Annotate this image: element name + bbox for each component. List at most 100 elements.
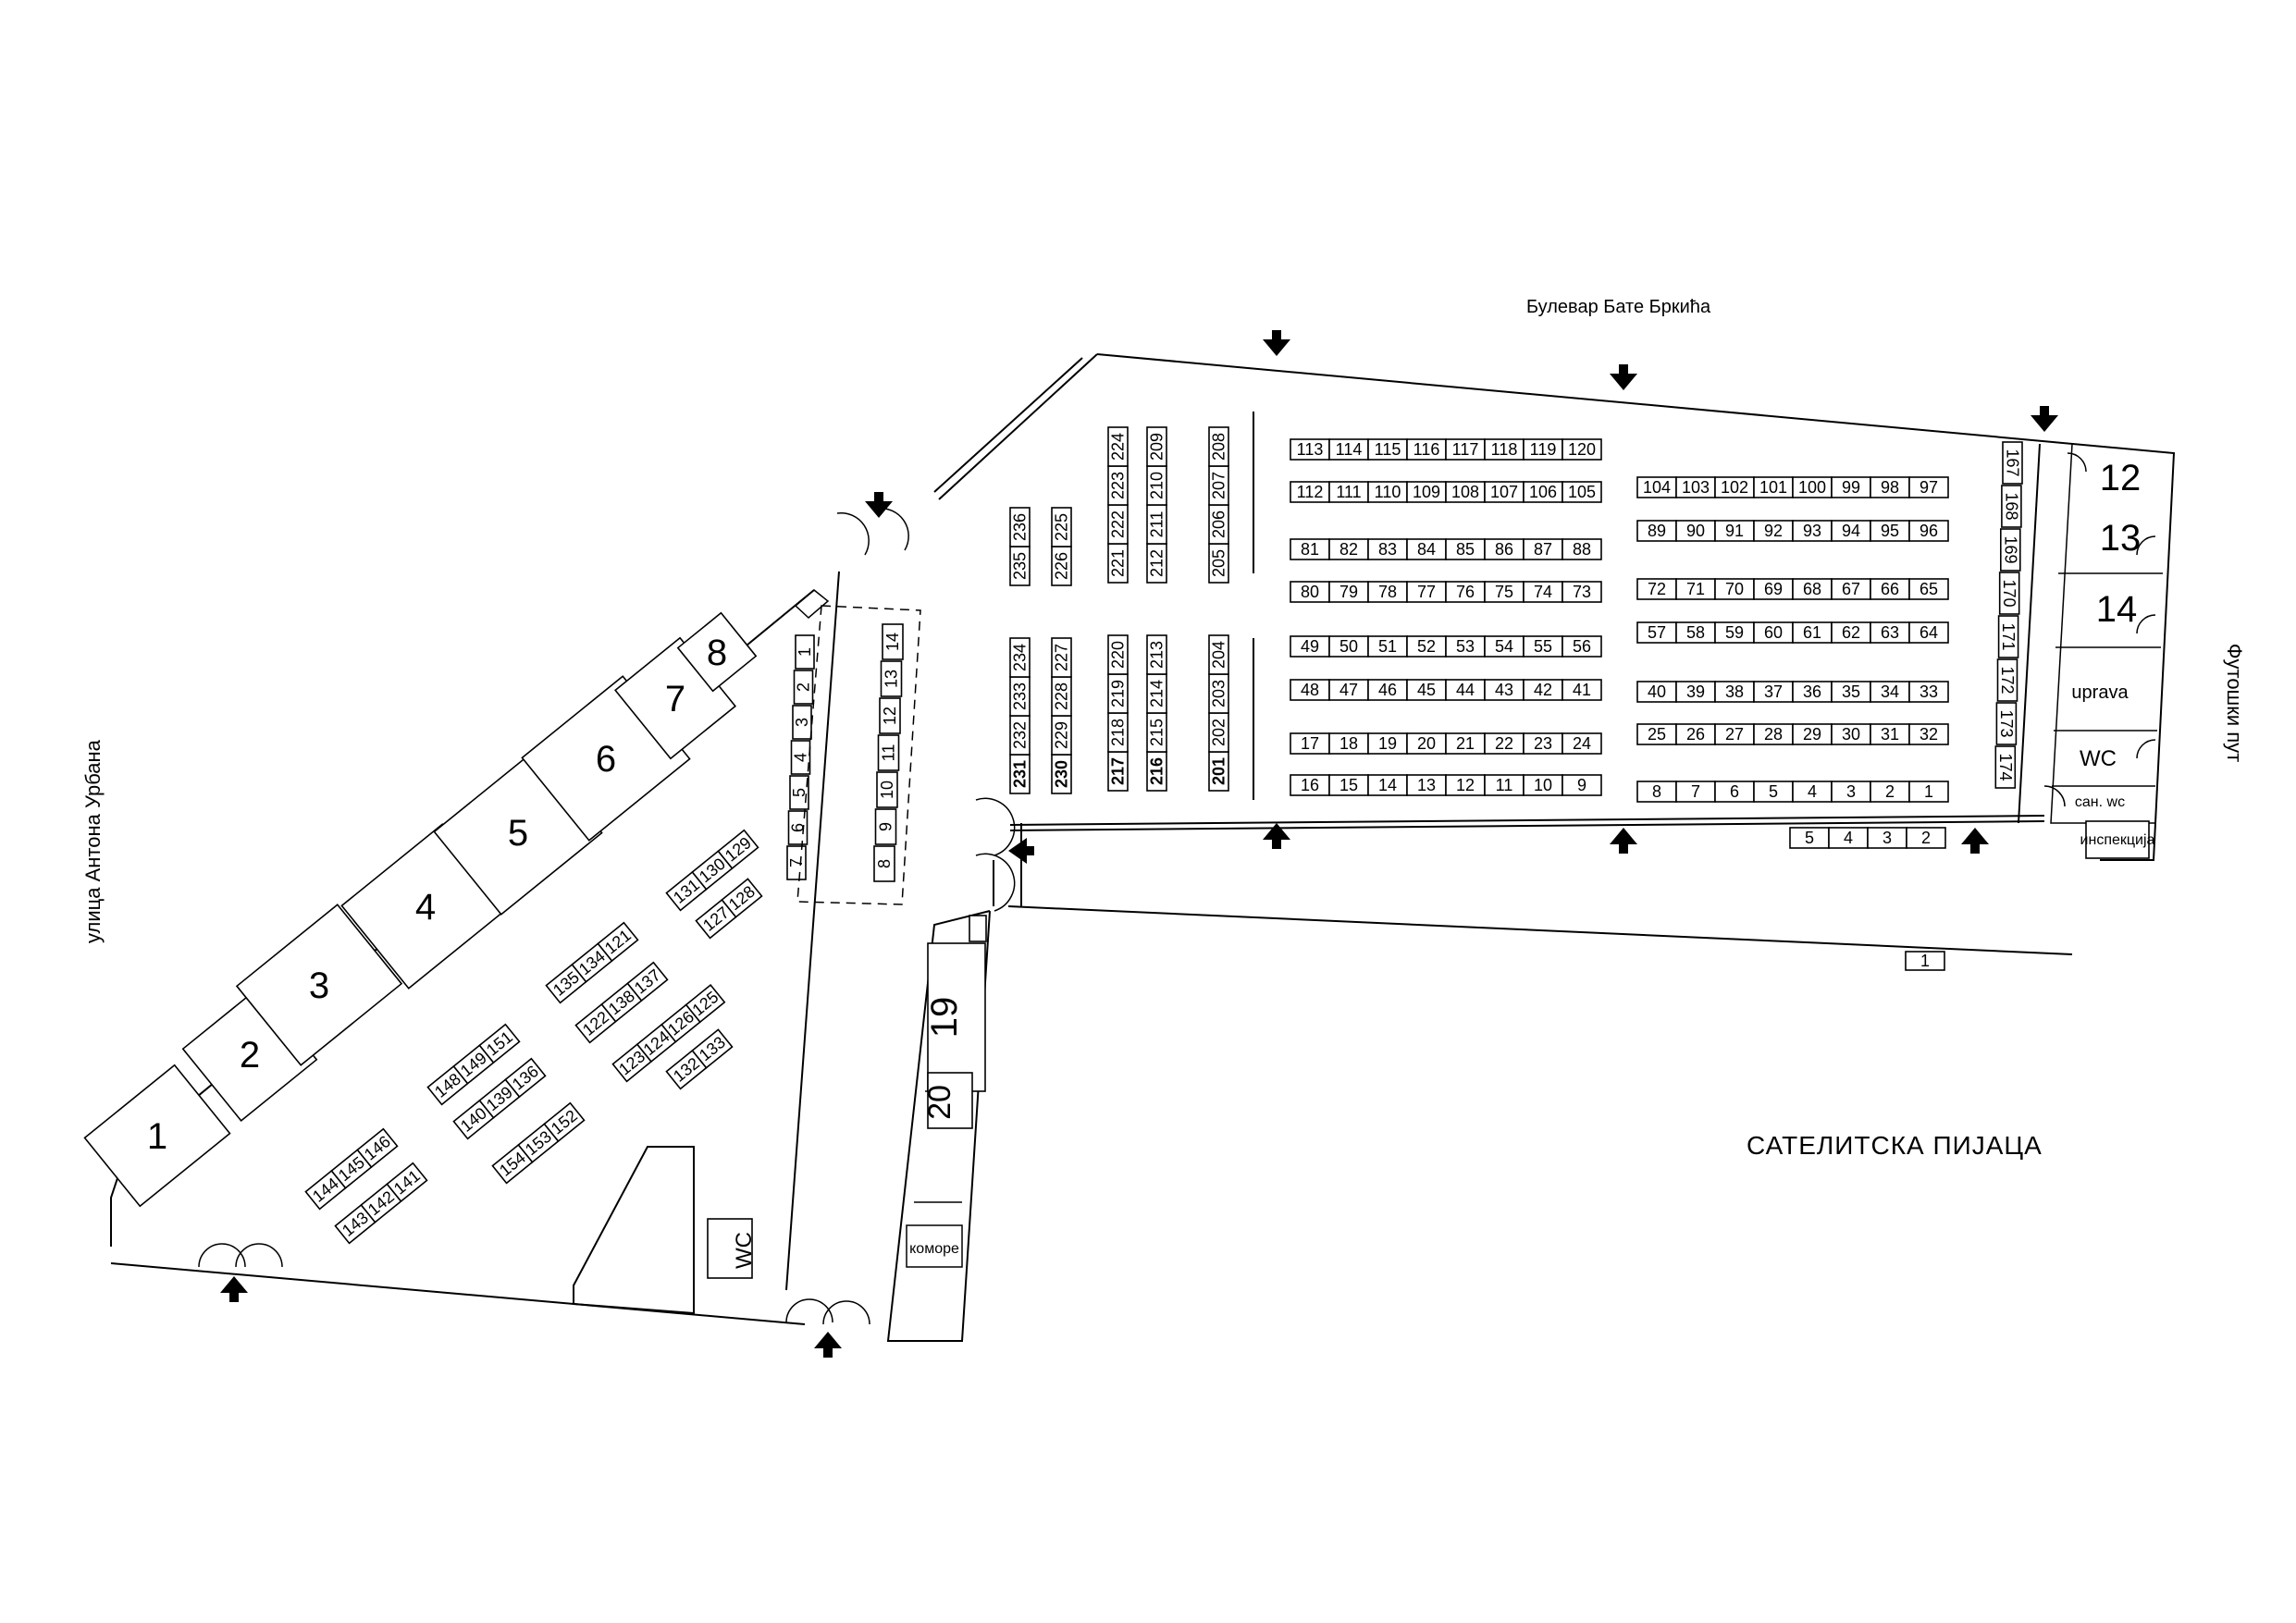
stall-41: 41 — [1562, 679, 1602, 701]
stall-39: 39 — [1675, 681, 1716, 703]
shop-6-label: 6 — [596, 739, 616, 780]
stall-54: 54 — [1484, 635, 1524, 658]
stall-65-label: 65 — [1920, 580, 1938, 598]
stall-62-label: 62 — [1842, 623, 1860, 642]
stall-4-label: 4 — [1844, 829, 1853, 847]
stall-58-label: 58 — [1686, 623, 1705, 642]
stall-12-label: 12 — [1456, 776, 1475, 794]
stall-48-label: 48 — [1301, 681, 1319, 699]
stall-61-label: 61 — [1803, 623, 1821, 642]
stall-68-label: 68 — [1803, 580, 1821, 598]
stall-98-label: 98 — [1881, 478, 1899, 497]
stall-28: 28 — [1753, 723, 1794, 745]
stall-66-label: 66 — [1881, 580, 1899, 598]
stall-2-label: 2 — [1921, 829, 1931, 847]
stall-222: 222 — [1107, 504, 1129, 545]
stall-43: 43 — [1484, 679, 1524, 701]
stall-33: 33 — [1908, 681, 1949, 703]
stall-2: 2 — [1906, 827, 1946, 849]
stall-115: 115 — [1367, 438, 1408, 461]
stall-80-label: 80 — [1301, 583, 1319, 601]
stall-169-label: 169 — [2001, 535, 2019, 563]
stall-232-label: 232 — [1011, 721, 1030, 749]
kiosk-6-label: 6 — [789, 823, 808, 832]
stall-15-label: 15 — [1339, 776, 1358, 794]
stall-219-label: 219 — [1109, 680, 1128, 707]
stall-138: 138 — [600, 982, 643, 1023]
stall-40: 40 — [1636, 681, 1677, 703]
stall-103-label: 103 — [1682, 478, 1710, 497]
kiosk-19-label: 19 — [924, 997, 965, 1039]
stall-107-label: 107 — [1490, 483, 1518, 501]
stall-48: 48 — [1290, 679, 1330, 701]
stall-71: 71 — [1675, 578, 1716, 600]
stall-21-label: 21 — [1456, 734, 1475, 753]
stall-90-label: 90 — [1686, 522, 1705, 540]
stall-2: 2 — [1870, 781, 1910, 803]
stall-53: 53 — [1445, 635, 1486, 658]
stall-91-label: 91 — [1725, 522, 1744, 540]
entrance-arrow-icon — [220, 1276, 248, 1302]
stall-30-label: 30 — [1842, 725, 1860, 744]
stall-207: 207 — [1208, 465, 1229, 506]
stall-53-label: 53 — [1456, 637, 1475, 656]
stall-36-label: 36 — [1803, 682, 1821, 701]
stall-111: 111 — [1328, 481, 1369, 503]
stall-72: 72 — [1636, 578, 1677, 600]
stall-6-label: 6 — [1730, 782, 1739, 801]
stall-204-label: 204 — [1210, 641, 1228, 669]
stall-137: 137 — [626, 961, 669, 1002]
kiosk-1: 1 — [795, 634, 815, 670]
stall-9: 9 — [1562, 774, 1602, 796]
stall-119: 119 — [1523, 438, 1563, 461]
stall-94: 94 — [1831, 520, 1871, 542]
stall-87: 87 — [1523, 538, 1563, 560]
stall-211: 211 — [1146, 504, 1167, 545]
stall-215-label: 215 — [1148, 719, 1167, 746]
stall-101: 101 — [1753, 476, 1794, 498]
stall-78: 78 — [1367, 581, 1408, 603]
stall-225-label: 225 — [1053, 513, 1071, 541]
san-wc-label: сан. wc — [2075, 794, 2125, 810]
stall-71-label: 71 — [1686, 580, 1705, 598]
stall-19-label: 19 — [1378, 734, 1397, 753]
building-12: 12 — [2100, 458, 2142, 498]
stall-205: 205 — [1208, 543, 1229, 584]
stall-8-label: 8 — [1652, 782, 1661, 801]
stall-38-label: 38 — [1725, 682, 1744, 701]
stall-single-1-label: 1 — [1920, 952, 1930, 970]
stall-44: 44 — [1445, 679, 1486, 701]
stall-65: 65 — [1908, 578, 1949, 600]
stall-202: 202 — [1208, 712, 1229, 753]
shop-8-label: 8 — [707, 633, 727, 673]
stall-11-label: 11 — [1496, 776, 1513, 794]
kiosk-20-label: 20 — [922, 1085, 957, 1120]
stall-1: 1 — [1908, 781, 1949, 803]
stall-230-label: 230 — [1053, 760, 1071, 788]
stall-113-label: 113 — [1297, 440, 1324, 459]
stall-172-label: 172 — [1998, 666, 2017, 694]
stall-215: 215 — [1146, 712, 1167, 753]
stall-22: 22 — [1484, 732, 1524, 755]
stall-59: 59 — [1714, 621, 1755, 644]
shop-1-label: 1 — [147, 1116, 167, 1157]
stall-14-label: 14 — [1378, 776, 1397, 794]
stall-201: 201 — [1208, 751, 1229, 792]
stall-76: 76 — [1445, 581, 1486, 603]
stall-167: 167 — [2002, 441, 2023, 485]
stall-41-label: 41 — [1573, 681, 1591, 699]
stall-34-label: 34 — [1881, 682, 1899, 701]
stall-95-label: 95 — [1881, 522, 1899, 540]
stall-42-label: 42 — [1534, 681, 1552, 699]
stall-109-label: 109 — [1413, 483, 1440, 501]
stall-90: 90 — [1675, 520, 1716, 542]
stall-213: 213 — [1146, 634, 1167, 675]
stall-107: 107 — [1484, 481, 1524, 503]
stall-63: 63 — [1870, 621, 1910, 644]
kiosk-4: 4 — [790, 740, 811, 775]
stall-203: 203 — [1208, 673, 1229, 714]
stall-49: 49 — [1290, 635, 1330, 658]
stall-80: 80 — [1290, 581, 1330, 603]
kiosk-19: 19 — [924, 942, 986, 1092]
